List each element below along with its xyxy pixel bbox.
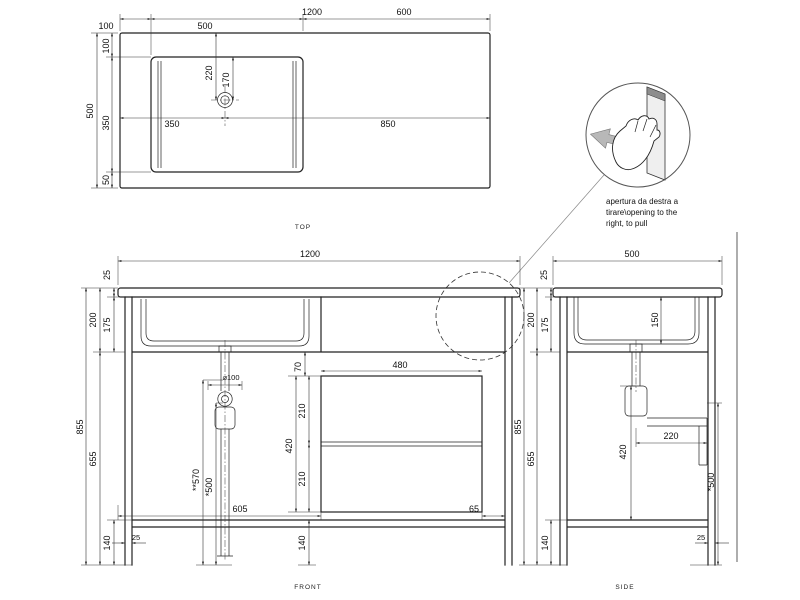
caption-side-view: SIDE xyxy=(615,584,634,591)
front-sink-bowl xyxy=(140,299,310,347)
leader-line xyxy=(508,174,605,284)
detail-callout: apertura da destra a tirare\opening to t… xyxy=(435,82,691,361)
dim-faucet-hole: 170 xyxy=(221,72,231,87)
dim-trap-height: **570 xyxy=(191,469,201,491)
dim-drawer-gap: 70 xyxy=(293,362,303,372)
drawer-divider xyxy=(321,441,482,447)
front-view: 1200 25 200 175 855 655 140 25 ⌀100 70 4… xyxy=(75,249,521,591)
dim-faucet-from-top: 220 xyxy=(204,65,214,80)
dim-top-sink-depth: 350 xyxy=(101,115,111,130)
dim-basin-depth: 150 xyxy=(650,312,660,327)
dim-side-leg-height: 655 xyxy=(526,451,536,466)
dim-front-apron-inner: 175 xyxy=(102,317,112,332)
top-view: 100 500 1200 600 500 100 350 50 220 170 … xyxy=(85,7,491,231)
dim-top-depth: 500 xyxy=(85,103,95,118)
dim-front-width: 1200 xyxy=(300,249,320,259)
detail-reference-circle xyxy=(435,271,525,361)
caption-front-view: FRONT xyxy=(294,584,321,591)
dim-drawer-total: 420 xyxy=(284,438,294,453)
dim-trap-clearance: 420 xyxy=(618,444,628,459)
dim-plinth-center: 140 xyxy=(297,535,307,550)
dim-side-top-thickness: 25 xyxy=(539,270,549,280)
drawer-unit xyxy=(320,375,483,513)
dim-top-total-width: 1200 xyxy=(302,7,322,17)
side-frame xyxy=(559,296,716,566)
front-frame xyxy=(124,296,513,566)
dim-side-depth: 500 xyxy=(624,249,639,259)
dim-front-apron-height: 200 xyxy=(88,312,98,327)
side-view: 500 25 200 175 150 855 655 220 420 *500 … xyxy=(513,232,738,591)
dim-side-apron-inner: 175 xyxy=(540,317,550,332)
dim-side-total-height: 855 xyxy=(513,419,523,434)
hand-fingers xyxy=(634,118,657,138)
dim-drawer-offset: 605 xyxy=(232,504,247,514)
callout-note-line1: apertura da destra a xyxy=(606,197,679,206)
dim-side-leg-width: 25 xyxy=(697,533,705,542)
faucet-centerlines xyxy=(211,86,239,126)
dim-top-bottom-inset: 50 xyxy=(101,175,111,185)
dim-top-sink-width: 500 xyxy=(197,21,212,31)
extension-lines xyxy=(519,256,723,566)
front-countertop xyxy=(117,287,521,298)
dim-drawer-lower: 210 xyxy=(297,471,307,486)
extension-lines xyxy=(91,14,491,189)
dim-faucet-to-right: 850 xyxy=(380,119,395,129)
front-drain-pipe xyxy=(217,345,233,557)
dim-outlet-offset: 220 xyxy=(663,431,678,441)
dim-side-outlet-height: *500 xyxy=(706,473,716,492)
dim-drawer-upper: 210 xyxy=(297,403,307,418)
side-countertop xyxy=(552,287,723,298)
dim-top-inset: 100 xyxy=(101,38,111,53)
dim-top-right-section: 600 xyxy=(396,7,411,17)
callout-note-line2: tirare\opening to the xyxy=(606,208,678,217)
sink-basin-outline xyxy=(150,56,304,173)
dim-front-total-height: 855 xyxy=(75,419,85,434)
side-drain-pipe xyxy=(629,343,708,466)
dim-right-gap: 65 xyxy=(469,504,479,514)
hand-illustration xyxy=(612,115,661,171)
countertop-outline xyxy=(119,32,491,189)
dim-drawer-width: 480 xyxy=(392,360,407,370)
dim-faucet-from-left: 350 xyxy=(164,119,179,129)
dim-outlet-height: *500 xyxy=(204,478,214,497)
dim-front-leg-width: 25 xyxy=(132,533,140,542)
dim-drain-diameter: ⌀100 xyxy=(222,373,239,382)
dim-side-plinth-height: 140 xyxy=(540,535,550,550)
drawer-panel-edge xyxy=(646,86,666,102)
side-sink-bowl xyxy=(573,297,700,345)
dim-front-plinth-height: 140 xyxy=(102,535,112,550)
dim-front-leg-height: 655 xyxy=(88,451,98,466)
callout-note-line3: right, to pull xyxy=(606,219,648,228)
dim-side-apron-height: 200 xyxy=(526,312,536,327)
dim-top-left-offset: 100 xyxy=(98,21,113,31)
caption-top-view: TOP xyxy=(295,224,311,231)
sink-basin-inner-walls xyxy=(157,61,297,168)
dim-front-top-thickness: 25 xyxy=(102,270,112,280)
